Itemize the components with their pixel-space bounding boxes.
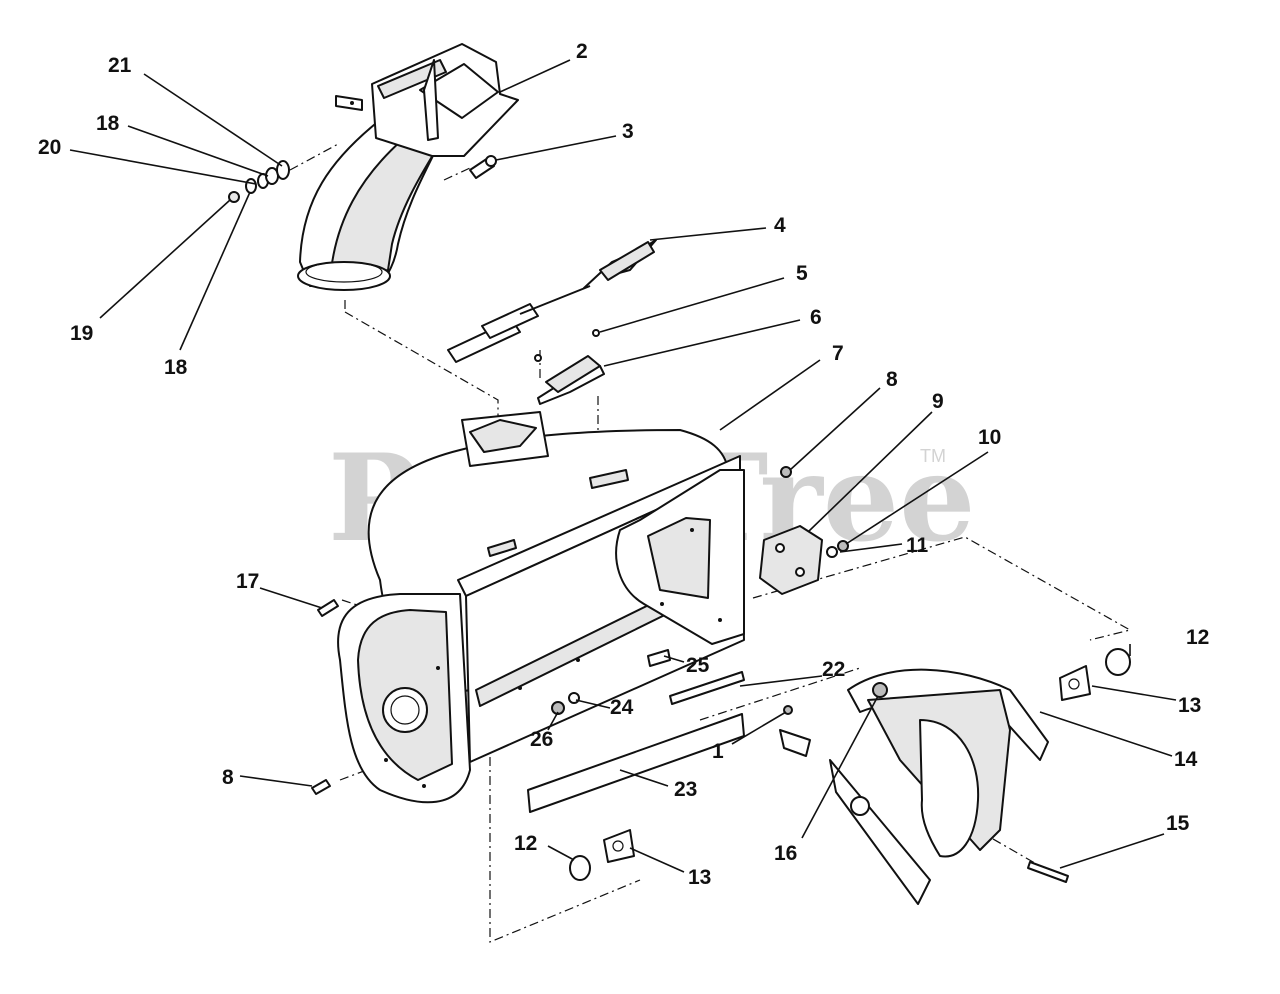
callout-13-left: 13	[688, 866, 711, 889]
auger-housing	[337, 411, 745, 804]
callout-14: 14	[1174, 748, 1198, 771]
callout-23: 23	[674, 778, 697, 801]
callout-22: 22	[822, 658, 845, 681]
callout-11: 11	[906, 534, 929, 557]
callout-6: 6	[810, 306, 822, 329]
callout-18-bottom: 18	[164, 356, 188, 379]
discharge-chute	[297, 43, 519, 291]
callout-15: 15	[1166, 812, 1190, 835]
scraper-bar	[527, 671, 745, 813]
callout-13-right: 13	[1178, 694, 1201, 717]
callout-16: 16	[774, 842, 797, 865]
callout-24: 24	[610, 696, 634, 719]
callout-1: 1	[712, 740, 724, 763]
callout-8-left: 8	[222, 766, 234, 789]
chute-crank-rod	[447, 239, 657, 363]
callout-8-right: 8	[886, 368, 898, 391]
callout-10: 10	[978, 426, 1001, 449]
auger	[779, 668, 1069, 905]
chute-hardware	[228, 160, 290, 203]
callout-3: 3	[622, 120, 634, 143]
bearing-plate	[759, 525, 849, 595]
callout-9: 9	[932, 390, 944, 413]
callout-4: 4	[774, 214, 786, 237]
callout-21: 21	[108, 54, 132, 77]
callout-17: 17	[236, 570, 259, 593]
callout-20: 20	[38, 136, 61, 159]
callout-labels: 2 3 4 5 6 7 8 9 10 11 12 13 14 15 16 1 2…	[38, 40, 1209, 889]
callout-2: 2	[576, 40, 588, 63]
bushings	[569, 648, 1131, 881]
leader-lines	[69, 59, 1177, 873]
callout-26: 26	[530, 728, 553, 751]
callout-19: 19	[70, 322, 93, 345]
callout-5: 5	[796, 262, 808, 285]
screws	[311, 466, 792, 795]
callout-12-left: 12	[514, 832, 537, 855]
callout-7: 7	[832, 342, 844, 365]
watermark-tm: TM	[920, 446, 946, 466]
chute-screw	[469, 155, 497, 179]
pin	[592, 329, 600, 337]
callout-18-top: 18	[96, 112, 120, 135]
callout-12-right: 12	[1186, 626, 1209, 649]
crank-bracket	[534, 354, 605, 405]
callout-25: 25	[686, 654, 710, 677]
